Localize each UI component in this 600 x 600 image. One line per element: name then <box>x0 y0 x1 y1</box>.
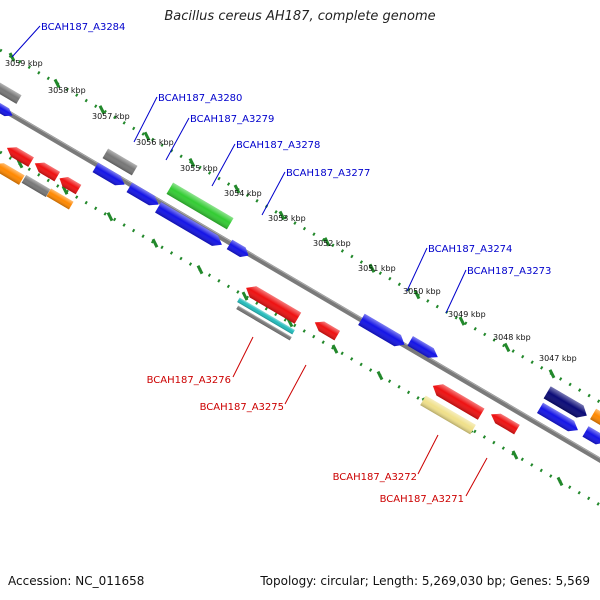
gene-block[interactable] <box>226 239 252 261</box>
gene-label-reverse[interactable]: BCAH187_A3271 <box>380 494 464 505</box>
gene-label-reverse[interactable]: BCAH187_A3276 <box>147 375 231 386</box>
gene-block[interactable] <box>102 148 138 176</box>
tick-label: 3053 kbp <box>268 214 306 223</box>
gene-block[interactable] <box>582 426 600 447</box>
gene-block[interactable] <box>32 159 60 182</box>
tick-label: 3047 kbp <box>539 354 577 363</box>
tick-label: 3058 kbp <box>48 86 86 95</box>
gene-block[interactable] <box>536 402 581 436</box>
gene-block[interactable] <box>243 282 302 324</box>
gene-label-forward[interactable]: BCAH187_A3278 <box>236 140 320 151</box>
gene-block[interactable] <box>4 143 34 167</box>
gene-block[interactable] <box>155 202 225 250</box>
gene-label-reverse[interactable]: BCAH187_A3272 <box>333 472 417 483</box>
tick-label: 3048 kbp <box>493 333 531 342</box>
accession-label: Accession: NC_011658 <box>8 574 145 588</box>
tick-label: 3050 kbp <box>403 287 441 296</box>
inner-tick-ring <box>0 150 600 507</box>
gene-label-reverse[interactable]: BCAH187_A3275 <box>200 402 284 413</box>
gene-block[interactable] <box>0 159 25 185</box>
gene-block[interactable] <box>126 182 162 210</box>
gene-block[interactable] <box>407 336 440 362</box>
gene-block[interactable] <box>0 80 22 104</box>
gene-block[interactable] <box>57 174 82 195</box>
map-title: Bacillus cereus AH187, complete genome <box>164 9 436 24</box>
gene-label-forward[interactable]: BCAH187_A3279 <box>190 114 274 125</box>
gene-block[interactable] <box>543 386 591 421</box>
gene-label-forward[interactable]: BCAH187_A3277 <box>286 168 370 179</box>
gene-block[interactable] <box>166 182 234 230</box>
gene-block[interactable] <box>237 297 295 335</box>
genome-backbone <box>0 104 600 464</box>
gene-label-forward[interactable]: BCAH187_A3280 <box>158 93 242 104</box>
gene-block[interactable] <box>21 175 51 197</box>
genome-summary: Topology: circular; Length: 5,269,030 bp… <box>260 574 590 588</box>
gene-block[interactable] <box>358 313 408 351</box>
outer-tick-ring <box>0 48 600 404</box>
gene-block[interactable] <box>92 162 128 190</box>
gene-block[interactable] <box>0 100 15 120</box>
tick-label: 3052 kbp <box>313 239 351 248</box>
tick-label: 3056 kbp <box>136 138 174 147</box>
gene-block[interactable] <box>236 305 292 341</box>
tick-label: 3051 kbp <box>358 264 396 273</box>
gene-block[interactable] <box>430 380 485 420</box>
tick-label: 3054 kbp <box>224 189 262 198</box>
gene-label-forward[interactable]: BCAH187_A3274 <box>428 244 512 255</box>
tick-label: 3057 kbp <box>92 112 130 121</box>
tick-label: 3049 kbp <box>448 310 486 319</box>
tick-label: 3055 kbp <box>180 164 218 173</box>
gene-block[interactable] <box>488 410 520 435</box>
gene-block[interactable] <box>590 408 600 428</box>
gene-label-forward[interactable]: BCAH187_A3284 <box>41 22 125 33</box>
gene-block[interactable] <box>312 318 340 341</box>
tick-label: 3059 kbp <box>5 59 43 68</box>
gene-block[interactable] <box>420 395 476 435</box>
gene-block[interactable] <box>46 188 74 210</box>
gene-label-forward[interactable]: BCAH187_A3273 <box>467 266 551 277</box>
